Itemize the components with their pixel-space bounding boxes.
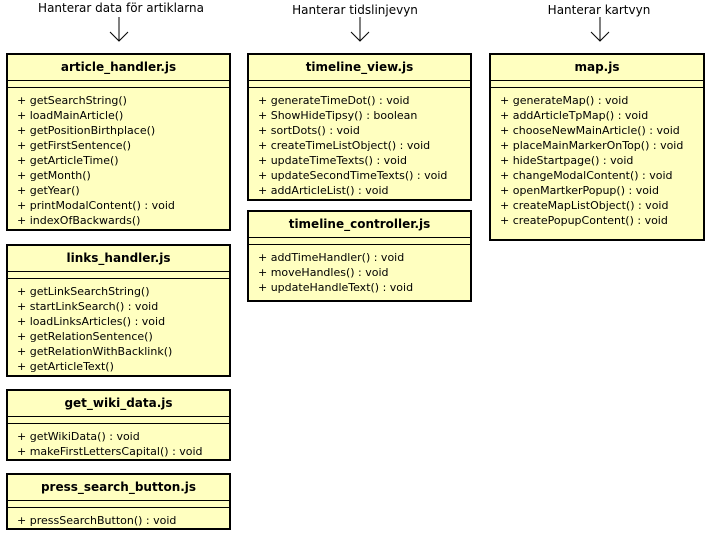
method-item: + updateTimeTexts() : void (258, 154, 407, 167)
class-title: map.js (491, 55, 703, 81)
methods-list: + generateMap() : void + addArticleTpMap… (491, 88, 703, 232)
attributes-compartment (8, 272, 229, 279)
method-item: + printModalContent() : void (17, 199, 175, 212)
class-links-handler: links_handler.js + getLinkSearchString()… (6, 244, 231, 377)
attributes-compartment (8, 501, 229, 508)
method-item: + createMapListObject() : void (500, 199, 669, 212)
methods-list: + getSearchString() + loadMainArticle() … (8, 88, 229, 232)
method-item: + addArticleList() : void (258, 184, 389, 197)
attributes-compartment (8, 417, 229, 424)
methods-list: + pressSearchButton() : void (8, 508, 229, 532)
method-item: + getWikiData() : void (17, 430, 140, 443)
class-map: map.js + generateMap() : void + addArtic… (489, 53, 705, 241)
method-item: + pressSearchButton() : void (17, 514, 177, 527)
method-item: + loadLinksArticles() : void (17, 315, 166, 328)
class-title: press_search_button.js (8, 475, 229, 501)
method-item: + getYear() (17, 184, 80, 197)
attributes-compartment (249, 81, 470, 88)
method-item: + indexOfBackwards() (17, 214, 141, 227)
method-item: + getFirstSentence() (17, 139, 132, 152)
method-item: + startLinkSearch() : void (17, 300, 159, 313)
method-item: + getArticleText() (17, 360, 114, 373)
class-title: get_wiki_data.js (8, 391, 229, 417)
attributes-compartment (491, 81, 703, 88)
method-item: + generateTimeDot() : void (258, 94, 410, 107)
class-press-search-button: press_search_button.js + pressSearchButt… (6, 473, 231, 530)
class-title: article_handler.js (8, 55, 229, 81)
attributes-compartment (8, 81, 229, 88)
class-timeline-view: timeline_view.js + generateTimeDot() : v… (247, 53, 472, 201)
method-item: + hideStartpage() : void (500, 154, 634, 167)
arrow-data (109, 17, 129, 42)
method-item: + createTimeListObject() : void (258, 139, 431, 152)
arrow-map (590, 17, 610, 42)
method-item: + getArticleTime() (17, 154, 119, 167)
method-item: + getSearchString() (17, 94, 127, 107)
method-item: + chooseNewMainArticle() : void (500, 124, 680, 137)
class-article-handler: article_handler.js + getSearchString() +… (6, 53, 231, 231)
method-item: + getMonth() (17, 169, 91, 182)
method-item: + changeModalContent() : void (500, 169, 673, 182)
attributes-compartment (249, 238, 470, 245)
method-item: + openMartkerPopup() : void (500, 184, 659, 197)
methods-list: + addTimeHandler() : void + moveHandles(… (249, 245, 470, 299)
method-item: + ShowHideTipsy() : boolean (258, 109, 418, 122)
class-timeline-controller: timeline_controller.js + addTimeHandler(… (247, 210, 472, 302)
annotation-map: Hanterar kartvyn (547, 3, 651, 17)
method-item: + addArticleTpMap() : void (500, 109, 649, 122)
method-item: + getRelationSentence() (17, 330, 153, 343)
method-item: + getPositionBirthplace() (17, 124, 156, 137)
methods-list: + generateTimeDot() : void + ShowHideTip… (249, 88, 470, 202)
class-title: timeline_controller.js (249, 212, 470, 238)
method-item: + loadMainArticle() (17, 109, 124, 122)
class-get-wiki-data: get_wiki_data.js + getWikiData() : void … (6, 389, 231, 461)
method-item: + createPopupContent() : void (500, 214, 668, 227)
annotation-timeline: Hanterar tidslinjevyn (292, 3, 418, 17)
method-item: + addTimeHandler() : void (258, 251, 405, 264)
annotation-data: Hanterar data för artiklarna (38, 1, 204, 15)
method-item: + getRelationWithBacklink() (17, 345, 173, 358)
class-title: timeline_view.js (249, 55, 470, 81)
class-title: links_handler.js (8, 246, 229, 272)
arrow-timeline (350, 17, 370, 42)
method-item: + updateHandleText() : void (258, 281, 414, 294)
method-item: + sortDots() : void (258, 124, 360, 137)
method-item: + makeFirstLettersCapital() : void (17, 445, 203, 458)
method-item: + generateMap() : void (500, 94, 629, 107)
method-item: + getLinkSearchString() (17, 285, 150, 298)
method-item: + moveHandles() : void (258, 266, 389, 279)
method-item: + updateSecondTimeTexts() : void (258, 169, 448, 182)
methods-list: + getWikiData() : void + makeFirstLetter… (8, 424, 229, 463)
methods-list: + getLinkSearchString() + startLinkSearc… (8, 279, 229, 378)
method-item: + placeMainMarkerOnTop() : void (500, 139, 684, 152)
